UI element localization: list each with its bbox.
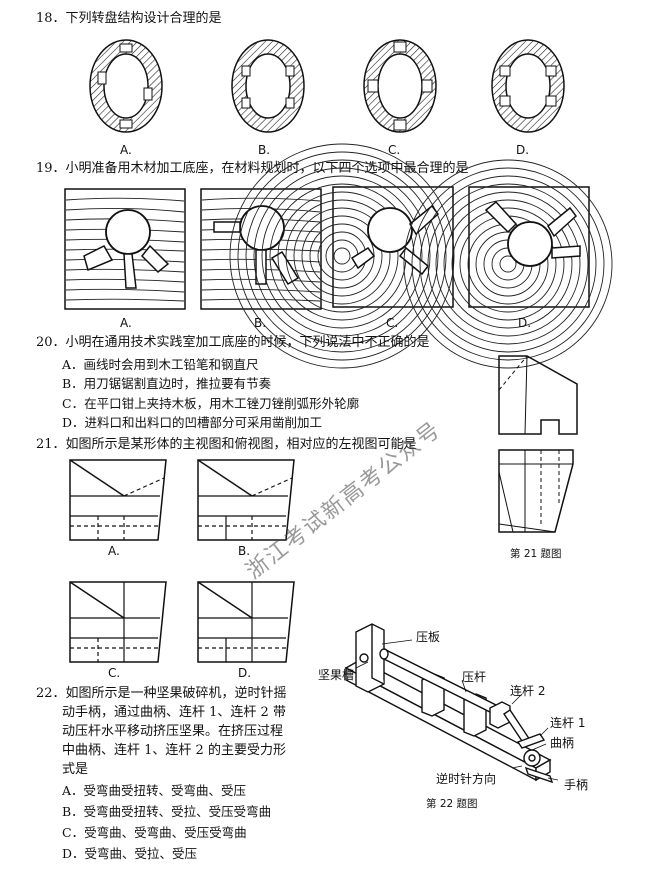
q22-option-a: A．受弯曲受扭转、受弯曲、受压 bbox=[62, 783, 247, 798]
q20-option-a: A．画线时会用到木工铅笔和钢直尺 bbox=[62, 357, 259, 372]
q18-figure-c bbox=[363, 39, 437, 133]
q19-label-d: D. bbox=[518, 316, 532, 330]
q18-figure-a bbox=[89, 39, 163, 133]
q20-option-c: C．在平口钳上夹持木板，用木工锉刀锉削弧形外轮廓 bbox=[62, 396, 360, 411]
q22-option-c: C．受弯曲、受弯曲、受压受弯曲 bbox=[62, 825, 247, 840]
q21-figure-b bbox=[197, 459, 295, 541]
q18-stem: 18．下列转盘结构设计合理的是 bbox=[36, 11, 222, 26]
q20-option-d: D．进料口和出料口的凹槽部分可采用凿削加工 bbox=[62, 415, 323, 430]
q19-figure-c bbox=[229, 143, 455, 369]
q20-stem: 20．小明在通用技术实践室加工底座的时候，下列说法中不正确的是 bbox=[36, 335, 430, 350]
q18-label-b: B. bbox=[258, 143, 271, 157]
q22-stem-line-1: 22．如图所示是一种坚果破碎机，逆时针摇 bbox=[36, 686, 287, 701]
q19-label-b: B. bbox=[254, 316, 267, 330]
q22-stem-line-2: 动手柄，通过曲柄、连杆 1、连杆 2 带 bbox=[62, 705, 286, 720]
q22-label-press-rod: 压杆 bbox=[462, 670, 487, 684]
q21-figure-a bbox=[69, 459, 167, 541]
q21-label-a: A. bbox=[108, 544, 120, 558]
q21-label-c: C. bbox=[108, 666, 121, 680]
q22-nut-cracker-figure bbox=[344, 623, 559, 784]
q22-stem-line-4: 中曲柄、连杆 1、连杆 2 的主要受力形 bbox=[62, 743, 286, 758]
q18-label-d: D. bbox=[516, 143, 530, 157]
q22-stem-line-5: 式是 bbox=[62, 762, 89, 777]
q21-label-d: D. bbox=[238, 666, 252, 680]
q19-stem: 19．小明准备用木材加工底座，在材料规划时，以下四个选项中最合理的是 bbox=[36, 161, 469, 176]
q18-label-a: A. bbox=[120, 143, 132, 157]
q22-caption: 第 22 题图 bbox=[426, 798, 478, 810]
q22-label-link2: 连杆 2 bbox=[510, 684, 546, 698]
q22-option-d: D．受弯曲、受拉、受压 bbox=[62, 846, 198, 861]
q22-label-plate: 压板 bbox=[416, 630, 441, 644]
q22-label-nut-slot: 坚果槽 bbox=[318, 668, 355, 682]
q21-label-b: B. bbox=[238, 544, 251, 558]
q22-label-ccw: 逆时针方向 bbox=[436, 772, 497, 786]
q19-label-a: A. bbox=[120, 316, 132, 330]
q18-figure-b bbox=[231, 39, 305, 133]
q19-figure-d bbox=[403, 159, 613, 369]
q21-figure-d bbox=[197, 581, 295, 663]
q22-label-crank: 曲柄 bbox=[550, 736, 575, 750]
q20-option-b: B．用刀锯锯割直边时，推拉要有节奏 bbox=[62, 376, 272, 391]
q18-figure-d bbox=[491, 39, 565, 133]
q21-figure-c bbox=[69, 581, 167, 663]
q21-stem: 21．如图所示是某形体的主视图和俯视图，相对应的左视图可能是 bbox=[36, 437, 417, 452]
q19-figure-a bbox=[64, 188, 186, 310]
q21-front-top-views bbox=[498, 355, 578, 533]
q22-label-link1: 连杆 1 bbox=[550, 716, 586, 730]
q19-figure-b bbox=[200, 188, 322, 310]
q22-label-handle: 手柄 bbox=[564, 778, 589, 792]
q19-label-c: C. bbox=[386, 316, 399, 330]
q22-option-b: B．受弯曲受扭转、受拉、受压受弯曲 bbox=[62, 804, 272, 819]
q22-stem-line-3: 动压杆水平移动挤压坚果。在挤压过程 bbox=[62, 724, 284, 739]
q18-label-c: C. bbox=[388, 143, 401, 157]
q21-caption: 第 21 题图 bbox=[510, 548, 562, 560]
